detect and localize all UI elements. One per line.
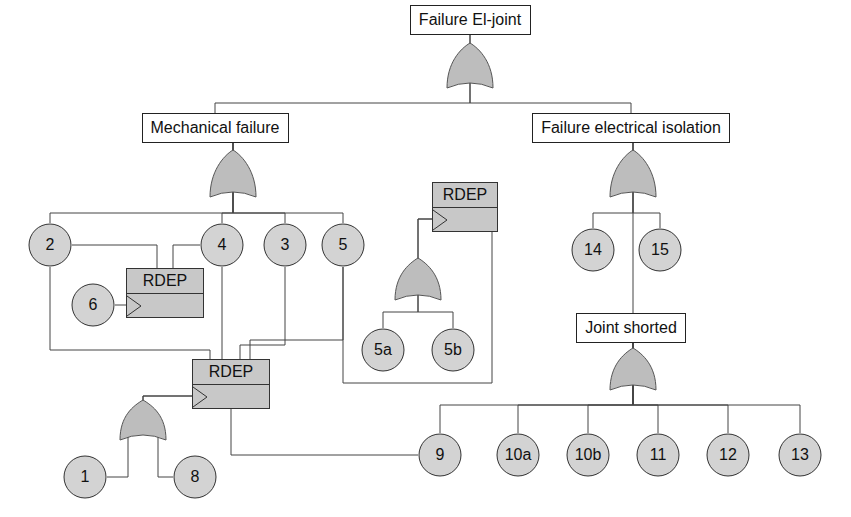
event-box: Failure El-joint bbox=[410, 5, 531, 35]
event-number: 14 bbox=[584, 241, 602, 259]
basic-event-circle: 10b bbox=[566, 433, 610, 477]
connector-line bbox=[343, 232, 492, 383]
event-number: 10a bbox=[505, 446, 532, 464]
basic-event-circle: 11 bbox=[636, 433, 680, 477]
or-gate bbox=[395, 258, 441, 300]
event-number: 3 bbox=[281, 236, 290, 254]
circle-shape bbox=[201, 224, 243, 266]
rdep-gate: RDEP bbox=[192, 359, 270, 409]
event-label: Joint shorted bbox=[585, 319, 677, 337]
basic-event-circle: 9 bbox=[418, 433, 462, 477]
connector-line bbox=[215, 35, 470, 113]
basic-event-circle: 5 bbox=[321, 223, 365, 267]
event-number: 5 bbox=[339, 236, 348, 254]
circle-shape bbox=[419, 434, 461, 476]
connector-line bbox=[115, 305, 126, 306]
connector-line bbox=[470, 35, 631, 113]
basic-event-circle: 15 bbox=[638, 228, 682, 272]
event-number: 2 bbox=[46, 236, 55, 254]
event-number: 4 bbox=[218, 236, 227, 254]
gate-label: RDEP bbox=[143, 272, 187, 290]
connector-line bbox=[633, 343, 800, 433]
circle-shape bbox=[72, 284, 114, 326]
basic-event-circle: 6 bbox=[71, 283, 115, 327]
event-number: 1 bbox=[81, 468, 90, 486]
event-label: Mechanical failure bbox=[151, 119, 280, 137]
circle-shape bbox=[174, 456, 216, 498]
circle-shape bbox=[264, 224, 306, 266]
connector-line bbox=[240, 267, 285, 359]
trigger-triangle bbox=[127, 296, 141, 316]
event-number: 13 bbox=[791, 446, 809, 464]
event-box: Joint shorted bbox=[576, 313, 686, 343]
circle-shape bbox=[362, 329, 404, 371]
rdep-gate: RDEP bbox=[432, 182, 498, 232]
circle-shape bbox=[29, 224, 71, 266]
basic-event-circle: 13 bbox=[778, 433, 822, 477]
gate-header: RDEP bbox=[127, 269, 203, 294]
gate-header: RDEP bbox=[433, 183, 497, 208]
circle-shape bbox=[572, 229, 614, 271]
event-number: 10b bbox=[575, 446, 602, 464]
event-number: 12 bbox=[719, 446, 737, 464]
event-label: Failure El-joint bbox=[419, 11, 521, 29]
circle-shape bbox=[322, 224, 364, 266]
circle-shape bbox=[64, 456, 106, 498]
or-gate bbox=[120, 400, 166, 440]
gate-label: RDEP bbox=[443, 186, 487, 204]
event-number: 5a bbox=[374, 341, 392, 359]
trigger-triangle bbox=[433, 210, 447, 230]
event-box: Mechanical failure bbox=[142, 113, 289, 143]
basic-event-circle: 8 bbox=[173, 455, 217, 499]
connector-line bbox=[50, 267, 210, 359]
or-gate bbox=[610, 348, 656, 390]
connector-line bbox=[231, 409, 418, 455]
event-number: 15 bbox=[651, 241, 669, 259]
basic-event-circle: 14 bbox=[571, 228, 615, 272]
connector-line bbox=[173, 245, 200, 268]
trigger-triangle bbox=[193, 387, 207, 407]
event-number: 9 bbox=[436, 446, 445, 464]
event-number: 11 bbox=[650, 446, 667, 464]
basic-event-circle: 1 bbox=[63, 455, 107, 499]
connector-line bbox=[250, 267, 343, 359]
event-label: Failure electrical isolation bbox=[541, 119, 721, 137]
event-number: 6 bbox=[89, 296, 98, 314]
basic-event-circle: 2 bbox=[28, 223, 72, 267]
circle-shape bbox=[707, 434, 749, 476]
connector-line bbox=[633, 343, 728, 433]
connector-line bbox=[222, 267, 223, 359]
or-gate bbox=[210, 150, 256, 197]
event-box: Failure electrical isolation bbox=[532, 113, 730, 143]
circle-shape bbox=[639, 229, 681, 271]
rdep-gate: RDEP bbox=[126, 268, 204, 318]
circle-shape bbox=[497, 434, 539, 476]
circle-shape bbox=[432, 329, 474, 371]
circle-shape bbox=[637, 434, 679, 476]
basic-event-circle: 12 bbox=[706, 433, 750, 477]
gate-label: RDEP bbox=[209, 363, 253, 381]
circle-shape bbox=[779, 434, 821, 476]
or-gate bbox=[447, 43, 493, 88]
connector-line bbox=[50, 143, 233, 223]
basic-event-circle: 5b bbox=[431, 328, 475, 372]
basic-event-circle: 5a bbox=[361, 328, 405, 372]
basic-event-circle: 10a bbox=[496, 433, 540, 477]
basic-event-circle: 3 bbox=[263, 223, 307, 267]
or-gate bbox=[610, 150, 656, 197]
event-number: 5b bbox=[444, 341, 462, 359]
event-number: 8 bbox=[191, 468, 200, 486]
basic-event-circle: 4 bbox=[200, 223, 244, 267]
circle-shape bbox=[567, 434, 609, 476]
connector-line bbox=[72, 245, 157, 268]
gate-header: RDEP bbox=[193, 360, 269, 385]
